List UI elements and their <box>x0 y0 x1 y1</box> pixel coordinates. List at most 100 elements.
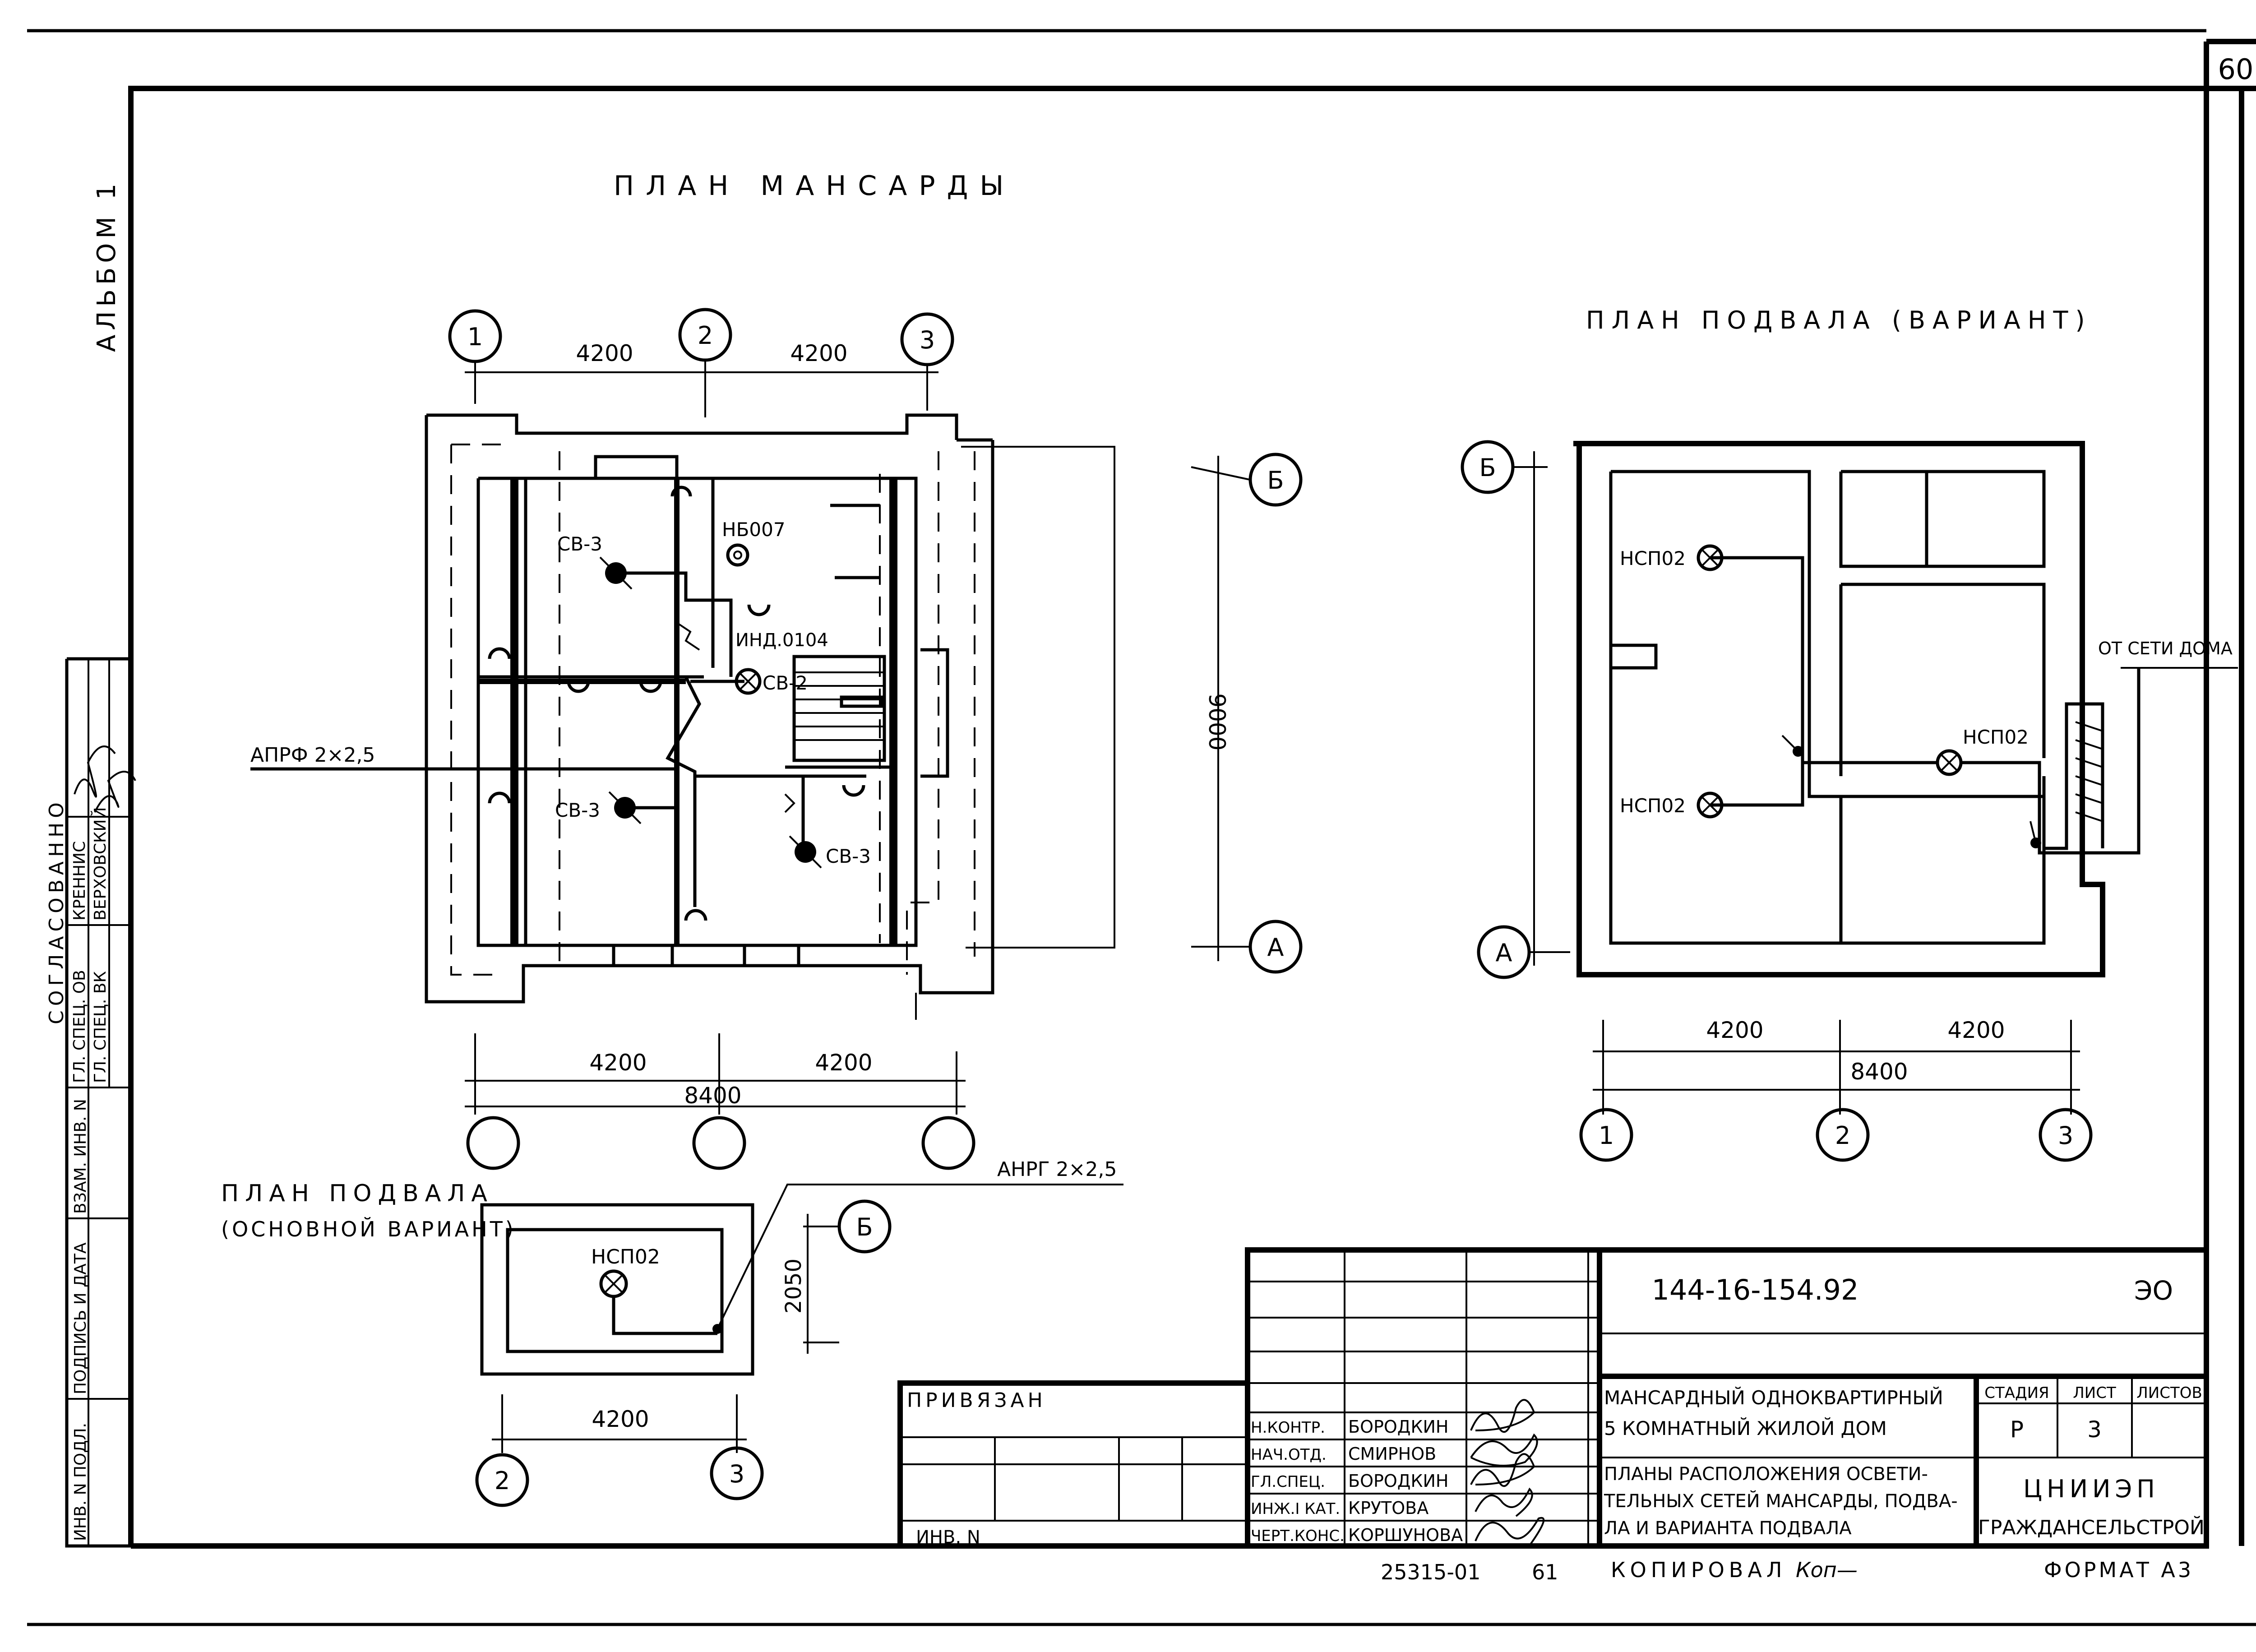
archive-col-1: ИНВ. N ПОДЛ. <box>71 1423 90 1541</box>
basement-main-cable-label: АНРГ 2×2,5 <box>997 1158 1117 1181</box>
title-sheet-line2: ТЕЛЬНЫХ СЕТЕЙ МАНСАРДЫ, ПОДВА- <box>1604 1490 1958 1512</box>
staff-role-2: НАЧ.ОТД. <box>1251 1446 1327 1464</box>
staff-role-1: Н.КОНТР. <box>1251 1419 1325 1437</box>
variant-dim-left: 4200 <box>1706 1017 1763 1043</box>
staff-role-4: ИНЖ.I КАТ. <box>1251 1500 1340 1518</box>
title-project-line2: 5 КОМНАТНЫЙ ЖИЛОЙ ДОМ <box>1604 1417 1887 1439</box>
basement-main-axis-3-label: 3 <box>729 1460 744 1488</box>
variant-axis-2-label: 2 <box>1835 1121 1850 1150</box>
attic-dim-top-left: 4200 <box>576 340 633 366</box>
staff-name-3: БОРОДКИН <box>1348 1471 1448 1491</box>
variant-axis-a-label: А <box>1496 939 1512 967</box>
archive-col-2: ПОДПИСЬ И ДАТА <box>71 1242 90 1394</box>
title-stage-header: СТАДИЯ <box>1984 1384 2049 1402</box>
variant-axis-1-bubble <box>1579 1108 1633 1162</box>
title-stage: Р <box>2010 1416 2024 1443</box>
attic-dim-top-right: 4200 <box>790 340 847 366</box>
basement-main-plan: ПЛАН ПОДВАЛА (ОСНОВНОЙ ВАРИАНТ) НСП02 АН… <box>221 1158 1123 1507</box>
staff-role-3: ГЛ.СПЕЦ. <box>1251 1473 1325 1491</box>
attic-axis-b-label: Б <box>1267 466 1284 495</box>
archive-col-3: ВЗАМ. ИНВ. N <box>71 1099 90 1214</box>
title-organization-1: ЦНИИЭП <box>2023 1475 2159 1503</box>
basement-main-title-1: ПЛАН ПОДВАЛА <box>221 1180 494 1207</box>
attic-label-sv3-right: СВ-3 <box>826 845 871 867</box>
attic-dim-vertical: 9000 <box>1204 693 1230 750</box>
variant-label-lamp-bottom: НСП02 <box>1620 795 1686 817</box>
title-project-line1: МАНСАРДНЫЙ ОДНОКВАРТИРНЫЙ <box>1604 1386 1943 1409</box>
attic-plan: ПЛАН МАНСАРДЫ 1 2 3 4200 4200 <box>250 170 1303 1170</box>
variant-axis-3-label: 3 <box>2058 1121 2073 1150</box>
attic-dim-bottom-total: 8400 <box>684 1083 741 1109</box>
basement-main-axis-b-label: Б <box>856 1213 873 1241</box>
title-sheet-line1: ПЛАНЫ РАСПОЛОЖЕНИЯ ОСВЕТИ- <box>1604 1464 1928 1485</box>
variant-label-from-network: ОТ СЕТИ ДОМА <box>2098 639 2233 658</box>
basement-main-dim-horizontal: 4200 <box>592 1406 649 1432</box>
attic-axis-3-label: 3 <box>920 326 935 354</box>
variant-lamp-top <box>1697 544 1724 571</box>
variant-axis-2-bubble <box>1816 1108 1870 1162</box>
signature-3 <box>1470 1453 1535 1487</box>
attic-axis-a-bubble <box>1248 920 1303 974</box>
sheet-frame: 60 АЛЬБОМ 1 <box>27 29 2256 1626</box>
title-organization-2: ГРАЖДАНСЕЛЬСТРОЙ <box>1978 1515 2205 1539</box>
variant-lamp-bottom <box>1697 791 1724 819</box>
variant-label-lamp-right: НСП02 <box>1963 726 2029 748</box>
title-document-code: 144-16-154.92 <box>1652 1273 1859 1306</box>
staff-name-2: СМИРНОВ <box>1348 1444 1436 1464</box>
variant-axis-3-bubble <box>2039 1108 2093 1162</box>
basement-main-dim-vertical: 2050 <box>781 1259 806 1314</box>
variant-axis-b-label: Б <box>1479 453 1496 482</box>
attic-dim-bottom-right: 4200 <box>815 1050 872 1076</box>
basement-main-axis-2-bubble <box>475 1453 529 1507</box>
title-sheet-line3: ЛА И ВАРИАНТА ПОДВАЛА <box>1604 1518 1852 1539</box>
approval-role-1: ГЛ. СПЕЦ. ОВ <box>70 970 89 1083</box>
title-inventory: ИНВ. N <box>916 1527 980 1548</box>
signature-2 <box>1470 1433 1538 1467</box>
basement-main-axis-3-bubble <box>710 1446 764 1500</box>
copier-signature: Коп— <box>1796 1558 1858 1582</box>
attic-label-sv2: СВ-2 <box>763 672 808 694</box>
attic-label-sv3-top: СВ-3 <box>557 533 602 555</box>
approval-block: СОГЛАСОВАННО ГЛ. СПЕЦ. ОВ КРЕННИС ГЛ. СП… <box>45 657 136 1548</box>
approval-name-1: КРЕННИС <box>70 841 89 921</box>
variant-dim-total: 8400 <box>1850 1059 1908 1085</box>
archive-sheet: 61 <box>1532 1560 1558 1584</box>
basement-main-title-2: (ОСНОВНОЙ ВАРИАНТ) <box>221 1217 516 1241</box>
signature-1 <box>1470 1399 1535 1433</box>
attic-lamp-sv2 <box>735 668 762 695</box>
attic-axis-1-label: 1 <box>467 323 483 351</box>
approval-signature-2 <box>94 771 136 813</box>
signature-5 <box>1475 1517 1545 1546</box>
sheet-number: 60 <box>2218 53 2254 86</box>
attic-label-nb007: НБ007 <box>722 518 786 541</box>
footer: 25315-01 61 КОПИРОВАЛ Коп— ФОРМАТ А3 <box>1381 1558 2194 1584</box>
attic-bottom-axis-2-bubble <box>692 1116 746 1170</box>
sheet-format: ФОРМАТ А3 <box>2044 1558 2194 1582</box>
attic-axis-b-bubble <box>1248 453 1303 507</box>
title-linked: ПРИВЯЗАН <box>907 1389 1046 1412</box>
approval-name-2: ВЕРХОВСКИЙ <box>91 807 110 921</box>
basement-variant-title: ПЛАН ПОДВАЛА (ВАРИАНТ) <box>1586 306 2092 334</box>
attic-lamp-nb007 <box>726 543 749 567</box>
title-section: ЭО <box>2134 1275 2173 1306</box>
staff-name-4: КРУТОВА <box>1348 1498 1428 1518</box>
copied-by: КОПИРОВАЛ <box>1611 1558 1786 1582</box>
variant-dim-right: 4200 <box>1947 1017 2005 1043</box>
archive-number: 25315-01 <box>1381 1560 1480 1584</box>
attic-cable-label: АПРФ 2×2,5 <box>250 744 375 767</box>
basement-variant-plan: ПЛАН ПОДВАЛА (ВАРИАНТ) Б А ОТ СЕТИ ДОМА <box>1461 306 2238 1162</box>
approval-title: СОГЛАСОВАННО <box>45 798 68 1024</box>
attic-bottom-axis-3-bubble <box>921 1116 975 1170</box>
staff-name-5: КОРШУНОВА <box>1348 1525 1463 1545</box>
staff-role-5: ЧЕРТ.КОНС. <box>1251 1527 1345 1545</box>
approval-signature-1 <box>74 745 116 798</box>
attic-bottom-axis-1-bubble <box>466 1116 520 1170</box>
basement-main-lamp-label: НСП02 <box>591 1245 660 1268</box>
attic-label-ind0104: ИНД.0104 <box>735 630 828 651</box>
title-sheet: 3 <box>2087 1416 2102 1443</box>
variant-axis-1-label: 1 <box>1599 1121 1614 1150</box>
approval-role-2: ГЛ. СПЕЦ. ВК <box>91 971 110 1083</box>
variant-label-lamp-top: НСП02 <box>1620 547 1686 569</box>
staff-name-1: БОРОДКИН <box>1348 1417 1448 1437</box>
